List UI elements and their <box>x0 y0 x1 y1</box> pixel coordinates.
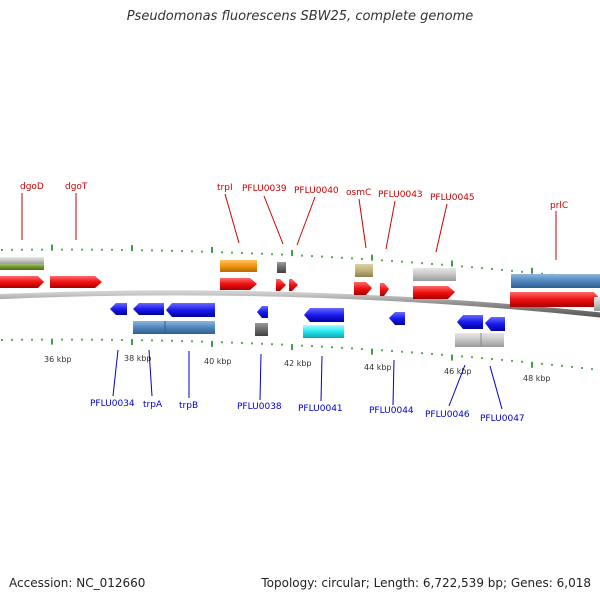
gene-bar[interactable] <box>511 274 600 288</box>
gene-arrow-trpB[interactable] <box>166 303 215 317</box>
gene-arrow-pflu0038[interactable] <box>257 306 268 318</box>
kbp-label: 48 kbp <box>523 374 551 383</box>
forward-label-group: dgoD dgoT trpI PFLU0039 PFLU0040 osmC PF… <box>20 182 568 260</box>
gene-label-trpB[interactable]: trpB <box>179 401 198 411</box>
gene-label-prlC[interactable]: prlC <box>550 201 568 211</box>
gene-label-pflu0044[interactable]: PFLU0044 <box>369 406 414 416</box>
gene-label-osmC[interactable]: osmC <box>346 188 371 198</box>
gene-arrow-pflu0047[interactable] <box>485 317 505 331</box>
gene-bar[interactable] <box>277 262 286 273</box>
accession-text: Accession: NC_012660 <box>9 576 146 590</box>
gene-label-pflu0045[interactable]: PFLU0045 <box>430 193 475 203</box>
gene-bar[interactable] <box>0 257 44 264</box>
kbp-label: 46 kbp <box>444 367 472 376</box>
gene-label-pflu0034[interactable]: PFLU0034 <box>90 399 135 409</box>
inner-tick-ring <box>1 338 593 371</box>
gene-arrow-dgoD[interactable] <box>0 276 44 288</box>
gene-arrow-trpA[interactable] <box>133 303 164 315</box>
kbp-label: 40 kbp <box>204 357 232 366</box>
kbp-label: 36 kbp <box>44 355 72 364</box>
gene-arrow-pflu0044[interactable] <box>389 312 405 325</box>
reverse-label-group: PFLU0034 trpA trpB PFLU0038 PFLU0041 PFL… <box>90 349 525 424</box>
gene-arrow-pflu0039[interactable] <box>276 279 286 291</box>
genome-title: Pseudomonas fluorescens SBW25, complete … <box>126 9 474 24</box>
outer-tick-ring <box>1 244 593 281</box>
gene-arrow-osmC[interactable] <box>354 282 372 295</box>
gene-arrow-dgoT[interactable] <box>50 276 102 288</box>
gene-arrow-trpI[interactable] <box>220 278 257 290</box>
gene-arrow-pflu0045[interactable] <box>413 286 455 299</box>
gene-bar[interactable] <box>594 297 600 311</box>
gene-bar[interactable] <box>355 264 373 277</box>
genome-axis <box>0 290 600 318</box>
gene-arrow-pflu0043[interactable] <box>380 283 389 296</box>
gene-label-dgoD[interactable]: dgoD <box>20 182 44 192</box>
gene-arrow-pflu0040[interactable] <box>289 279 298 291</box>
gene-arrow-pflu0034[interactable] <box>110 303 127 315</box>
gene-arrow-prlC[interactable] <box>510 292 600 307</box>
gene-bar[interactable] <box>455 333 504 347</box>
gene-label-pflu0046[interactable]: PFLU0046 <box>425 410 470 420</box>
kbp-label: 38 kbp <box>124 354 152 363</box>
kbp-label: 42 kbp <box>284 359 312 368</box>
gene-label-trpI[interactable]: trpI <box>217 183 233 193</box>
topology-text: Topology: circular; Length: 6,722,539 bp… <box>261 576 591 590</box>
gene-bar[interactable] <box>413 268 456 281</box>
gene-bar[interactable] <box>133 321 215 334</box>
gene-label-pflu0047[interactable]: PFLU0047 <box>480 414 525 424</box>
gene-arrow-pflu0041[interactable] <box>304 308 344 322</box>
gene-bar[interactable] <box>255 323 268 336</box>
gene-arrow-pflu0046[interactable] <box>457 315 483 329</box>
gene-label-pflu0039[interactable]: PFLU0039 <box>242 184 287 194</box>
reverse-features <box>110 303 505 347</box>
gene-label-pflu0041[interactable]: PFLU0041 <box>298 404 343 414</box>
gene-bar[interactable] <box>303 325 344 338</box>
gene-label-pflu0038[interactable]: PFLU0038 <box>237 402 282 412</box>
gene-label-pflu0043[interactable]: PFLU0043 <box>378 190 423 200</box>
gene-bar[interactable] <box>0 264 44 270</box>
kbp-scale: 36 kbp 38 kbp 40 kbp 42 kbp 44 kbp 46 kb… <box>44 354 551 383</box>
gene-label-pflu0040[interactable]: PFLU0040 <box>294 186 339 196</box>
gene-label-dgoT[interactable]: dgoT <box>65 182 88 192</box>
gene-bar[interactable] <box>220 260 257 272</box>
forward-features <box>0 257 600 311</box>
kbp-label: 44 kbp <box>364 363 392 372</box>
gene-label-trpA[interactable]: trpA <box>143 400 163 410</box>
